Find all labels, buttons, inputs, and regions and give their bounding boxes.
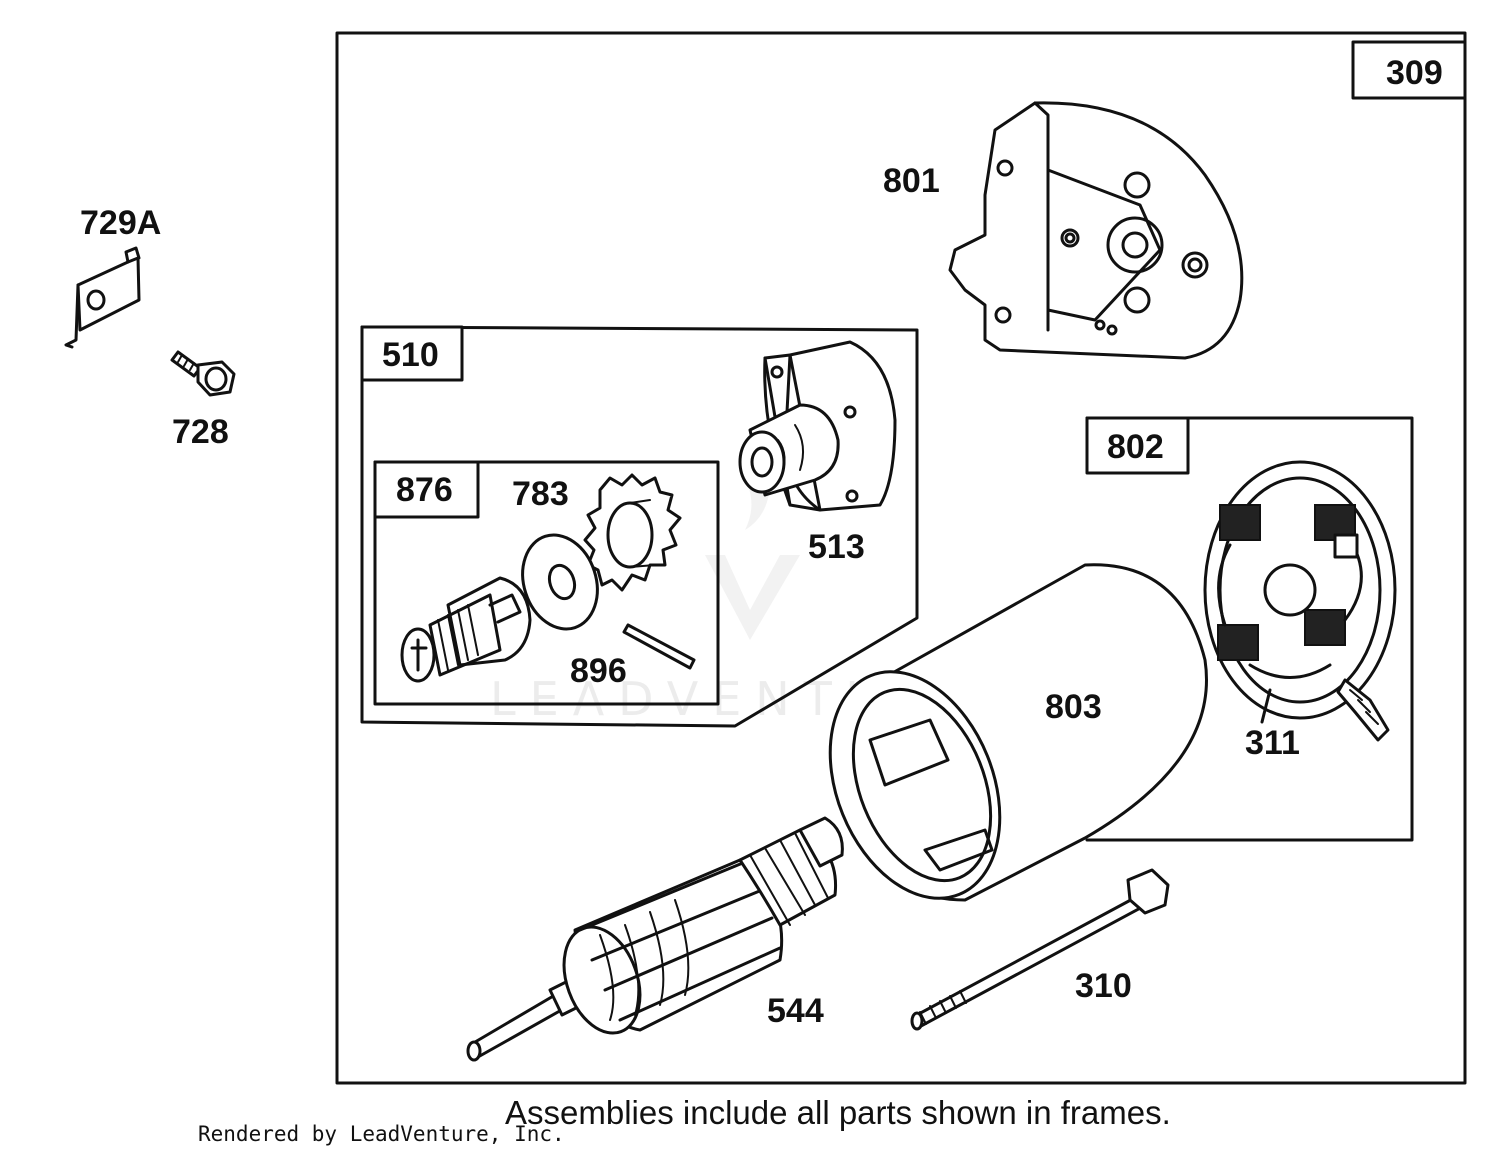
frame-label-510: 510 bbox=[382, 336, 439, 374]
frame-876 bbox=[373, 460, 720, 706]
washer bbox=[521, 533, 599, 631]
frame-label-309: 309 bbox=[1386, 54, 1443, 92]
part-label-801: 801 bbox=[883, 162, 940, 200]
frame-309-tag bbox=[1351, 40, 1467, 100]
frame-510 bbox=[360, 325, 919, 728]
part-label-783: 783 bbox=[512, 475, 569, 513]
part-label-729a: 729A bbox=[80, 204, 161, 242]
frame-label-876: 876 bbox=[396, 471, 453, 509]
part-label-728: 728 bbox=[172, 413, 229, 451]
caption: Assemblies include all parts shown in fr… bbox=[505, 1094, 1171, 1131]
bolt-728 bbox=[170, 350, 236, 397]
brush-holder-311 bbox=[1203, 460, 1397, 742]
pinion-gear-783 bbox=[583, 473, 682, 592]
motor-housing-803 bbox=[828, 563, 1208, 902]
through-bolt-310 bbox=[910, 868, 1170, 1031]
armature-544 bbox=[466, 816, 844, 1062]
part-label-513: 513 bbox=[808, 528, 865, 566]
frame-802-tag bbox=[1085, 416, 1190, 475]
part-label-544: 544 bbox=[767, 992, 824, 1030]
frame-309 bbox=[335, 31, 1467, 1085]
frame-876-tag bbox=[373, 460, 480, 519]
frame-label-802: 802 bbox=[1107, 428, 1164, 466]
part-label-310: 310 bbox=[1075, 967, 1132, 1005]
frame-802 bbox=[1085, 416, 1414, 842]
frame-510-tag bbox=[360, 325, 464, 382]
end-plate-801 bbox=[948, 101, 1244, 360]
part-label-896: 896 bbox=[570, 652, 627, 690]
part-label-803: 803 bbox=[1045, 688, 1102, 726]
part-label-311: 311 bbox=[1245, 724, 1300, 762]
clutch-spring bbox=[400, 576, 532, 683]
roll-pin-896 bbox=[622, 623, 696, 670]
credit-text: Rendered by LeadVenture, Inc. bbox=[198, 1122, 565, 1146]
bracket-729a bbox=[64, 246, 141, 349]
drive-housing-513 bbox=[738, 340, 897, 512]
